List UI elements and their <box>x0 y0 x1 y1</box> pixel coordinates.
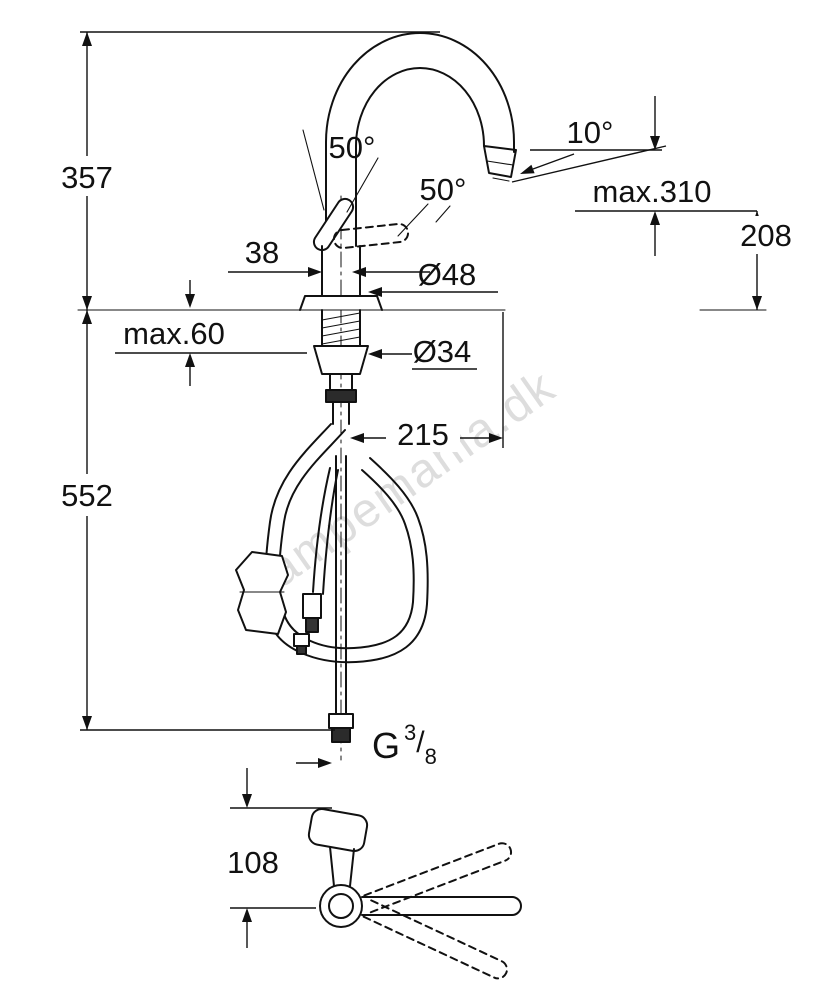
tilt-axis-line <box>511 145 667 183</box>
dim-under-counter-label: 552 <box>61 478 113 513</box>
neck-below-nut <box>329 373 353 391</box>
handle-lever <box>312 197 355 252</box>
dim-handle-angle-lower-label: 50° <box>420 172 467 207</box>
spout-outer <box>325 32 515 247</box>
spray-head <box>483 145 517 178</box>
faucet-side-view <box>77 32 767 761</box>
thread-numerator: 3 <box>404 720 416 745</box>
dim-handle-angle-upper-label: 50° <box>329 130 376 165</box>
dim-base-diameter-label: Ø48 <box>418 257 477 292</box>
lever-top-view <box>307 807 369 853</box>
angle-leaders-upper <box>302 129 379 213</box>
supply-connector-tip <box>305 617 319 633</box>
dim-outlet-height-label: 208 <box>740 218 792 253</box>
hose-weight <box>235 551 289 635</box>
dim-base-front-label: 108 <box>227 845 279 880</box>
faucet-bottom-view <box>307 807 522 980</box>
spout-tube-solid <box>361 896 522 916</box>
dim-total-height-label: 357 <box>61 160 113 195</box>
hose-fitting-dark <box>325 389 357 403</box>
lever-stem <box>329 846 355 887</box>
hose-neck <box>332 401 350 425</box>
center-pipe <box>335 455 347 715</box>
handle-lever-dashed <box>333 222 409 250</box>
dim-max-height-label: max.310 <box>593 174 712 209</box>
shank-thread-hatch <box>321 312 361 345</box>
dim-deck-thickness-label: max.60 <box>123 316 225 351</box>
thread-connector <box>328 713 354 729</box>
spout-tube-swivel-up <box>363 842 512 914</box>
mounting-nut <box>313 345 369 375</box>
tilt-leader <box>532 153 575 170</box>
dim-projection-label: 215 <box>397 417 449 452</box>
thread-slash: / <box>416 726 425 759</box>
dim-shank-diameter-label: Ø34 <box>413 334 472 369</box>
dimension-annotations: 357 552 50° 50° 10° max.310 208 <box>52 31 795 948</box>
hose-loop-inner <box>278 429 415 650</box>
dim-handle-offset-label: 38 <box>245 235 279 270</box>
base-circle-inner <box>328 893 354 919</box>
spray-head-line <box>486 160 514 166</box>
watermark-text: lampemania.dk <box>247 360 565 605</box>
supply-connector <box>302 593 322 619</box>
dim-head-tilt-label: 10° <box>567 115 614 150</box>
base-circle-outer <box>319 884 363 928</box>
angle-leaders-lower <box>397 203 451 237</box>
supply-connector-2-tip <box>296 645 307 655</box>
supply-connector-2 <box>293 633 310 647</box>
thread-prefix: G <box>372 725 400 766</box>
escutcheon <box>299 295 383 311</box>
spray-outlet <box>492 177 510 182</box>
spout-tube-swivel-down <box>362 899 508 980</box>
thread-connector-dark <box>331 727 351 743</box>
thread-denominator: 8 <box>425 744 437 769</box>
spout-inner <box>355 67 485 247</box>
